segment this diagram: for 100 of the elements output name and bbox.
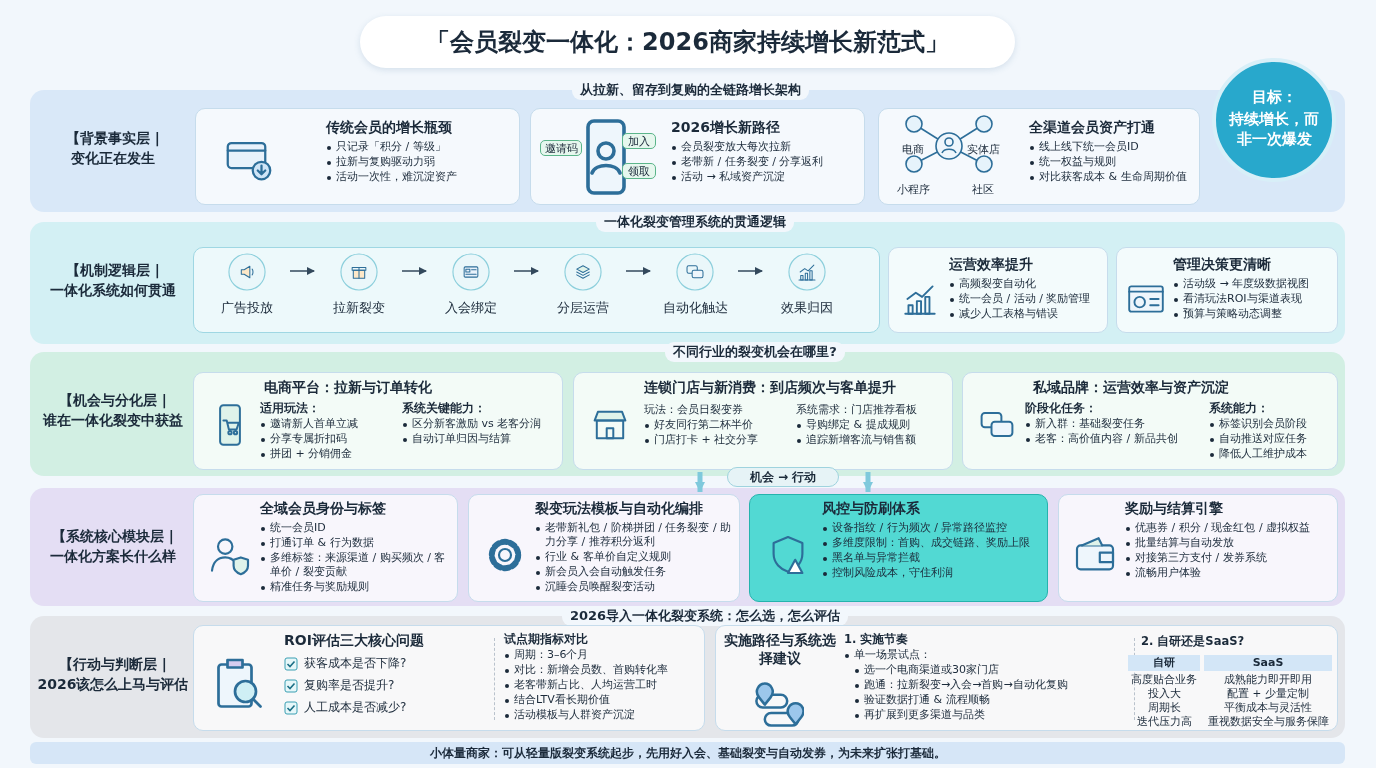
table-cell-text: 投入大 [1146, 686, 1182, 700]
card-title: 裂变玩法模板与自动化编排 [535, 500, 704, 518]
bullet-text: 门店打卡 + 社交分享 [644, 433, 792, 448]
sub-heading: 阶段化任务： [1025, 401, 1098, 416]
card-title: 奖励与结算引擎 [1125, 500, 1224, 518]
layer-panel [30, 488, 1345, 606]
bullet-text: 精准任务与奖励规则 [260, 580, 455, 595]
sub-heading: 适用玩法： [260, 401, 321, 416]
check-item-text: 获客成本是否下降? [304, 655, 407, 672]
table-cell-text: 配置 + 少量定制 [1226, 686, 1310, 700]
chat-bubble-label: 加入 [622, 133, 656, 149]
bullet-text: 只记录「积分 / 等级」 [326, 140, 516, 155]
bullet-text: 邀请新人首单立减 [260, 416, 400, 431]
bullet-text: 标签识别会员阶段 [1209, 416, 1337, 431]
title-banner: 「会员裂变一体化：2026商家持续增长新范式」 [360, 16, 1015, 68]
bullet-text: 追踪新增客流与销售额 [796, 433, 951, 448]
bullet-text: 黑名单与异常拦截 [822, 551, 1044, 566]
bullet-text: 统一权益与规则 [1029, 155, 1197, 170]
layer-title: 【机会与分化层 | 谁在一体化裂变中获益 [42, 391, 184, 431]
bullet-text: 新入群：基础裂变任务 [1025, 416, 1205, 431]
step-label: 拉新裂变 [333, 299, 385, 317]
bullet-text: 看清玩法ROI与渠道表现 [1173, 292, 1337, 307]
table-cell-text: 成熟能力即开即用 [1223, 672, 1313, 686]
table-cell-text: 迭代压力高 [1135, 714, 1193, 728]
bullet-text: 活动模板与人群资产沉淀 [504, 708, 702, 723]
bullet-text: 优惠券 / 积分 / 现金红包 / 虚拟权益 [1125, 521, 1335, 536]
sub-heading: 系统能力： [1209, 401, 1270, 416]
step-label: 广告投放 [221, 299, 273, 317]
body-text: 玩法：会员日裂变券 [644, 403, 744, 418]
bullet-text: 预算与策略动态调整 [1173, 307, 1337, 322]
card-title: 全渠道会员资产打通 [1029, 119, 1156, 137]
step-label: 效果归因 [781, 299, 833, 317]
card-title: 实施路径与系统选择建议 [723, 632, 837, 668]
goal-text: 持续增长，而非一次爆发 [1228, 110, 1320, 149]
sub-heading: 2. 自研还是SaaS? [1141, 634, 1246, 649]
card-title: 运营效率提升 [949, 256, 1034, 274]
arrow [695, 472, 705, 492]
bullet-text: 活动一次性，难沉淀资产 [326, 170, 516, 185]
bullet-text: 多维标签：来源渠道 / 购买频次 / 客单价 / 裂变贡献 [260, 551, 455, 580]
check-item-text: 人工成本是否减少? [304, 699, 407, 716]
arrow [737, 267, 763, 275]
bullet-text: 多维度限制：首购、成交链路、奖励上限 [822, 536, 1044, 551]
info-card [468, 494, 740, 602]
bullet-text: 活动级 → 年度级数据视图 [1173, 277, 1337, 292]
layer-title: 【系统核心模块层 | 一体化方案长什么样 [49, 527, 177, 567]
bullet-text: 周期：3–6个月 [504, 647, 702, 662]
card-title: 风控与防刷体系 [822, 500, 921, 518]
bullet-text: 老客带新占比、人均运营工时 [504, 678, 702, 693]
bullet-text: 拼团 + 分销佣金 [260, 447, 400, 462]
bullet-text: 流畅用户体验 [1125, 566, 1335, 581]
info-card [1058, 494, 1338, 602]
bullet-text: 好友同行第二杯半价 [644, 418, 792, 433]
layer-title: 【背景事实层 | 变化正在发生 [65, 129, 161, 169]
bullet-text: 导购绑定 & 提成规则 [796, 418, 951, 433]
goal-text: 目标： [1251, 88, 1297, 108]
table-cell-text: 平衡成本与灵活性 [1223, 700, 1313, 714]
info-card [962, 372, 1338, 470]
table-cell-text: 周期长 [1146, 700, 1182, 714]
sub-heading: 系统关键能力： [402, 401, 487, 416]
chat-bubble-label: 邀请码 [540, 140, 582, 156]
card-title: 管理决策更清晰 [1173, 256, 1272, 274]
arrow [863, 472, 873, 492]
info-card [530, 108, 865, 205]
arrow [401, 267, 427, 275]
info-card [1116, 247, 1338, 333]
info-card [193, 625, 705, 731]
bullet-text: 老带新 / 任务裂变 / 分享返利 [671, 155, 861, 170]
card-title: 传统会员的增长瓶颈 [326, 119, 453, 137]
card-title: 全域会员身份与标签 [260, 500, 387, 518]
chat-bubble-label: 领取 [622, 163, 656, 179]
bullet-text: 老客：高价值内容 / 新品共创 [1025, 432, 1205, 447]
bullet-text: 统一会员 / 活动 / 奖励管理 [949, 292, 1107, 307]
section-heading: 不同行业的裂变机会在哪里? [665, 342, 845, 362]
bullet-text: 会员裂变放大每次拉新 [671, 140, 861, 155]
bullet-text: 线上线下统一会员ID [1029, 140, 1197, 155]
sub-heading: 试点期指标对比 [504, 632, 589, 647]
bullet-text: 设备指纹 / 行为频次 / 异常路径监控 [822, 521, 1044, 536]
table-header: SaaS [1204, 655, 1332, 671]
bullet-text: 自动推送对应任务 [1209, 432, 1337, 447]
info-card [715, 625, 1338, 731]
arrow [289, 267, 315, 275]
section-heading: 一体化裂变管理系统的贯通逻辑 [596, 212, 794, 232]
bullet-text: 拉新与复购驱动力弱 [326, 155, 516, 170]
step-label: 分层运营 [557, 299, 609, 317]
bullet-text: 对接第三方支付 / 发券系统 [1125, 551, 1335, 566]
sub-bullet-text: 再扩展到更多渠道与品类 [854, 708, 1132, 723]
bullet-text: 区分新客激励 vs 老客分润 [402, 416, 562, 431]
highlighted-card [749, 494, 1048, 602]
table-header: 自研 [1128, 655, 1200, 671]
info-card [193, 372, 563, 470]
channel-label: 电商 [901, 143, 925, 157]
bullet-text: 自动订单归因与结算 [402, 432, 562, 447]
channel-label: 小程序 [895, 183, 931, 197]
sub-bullet-text: 验证数据打通 & 流程顺畅 [854, 693, 1132, 708]
info-card [195, 108, 520, 205]
layer-title: 【行动与判断层 | 2026该怎么上马与评估 [37, 655, 189, 695]
bullet-text: 结合LTV看长期价值 [504, 693, 702, 708]
bullet-text: 降低人工维护成本 [1209, 447, 1337, 462]
body-text: 系统需求：门店推荐看板 [796, 403, 918, 418]
bullet-text: 沉睡会员唤醒裂变活动 [535, 580, 737, 595]
